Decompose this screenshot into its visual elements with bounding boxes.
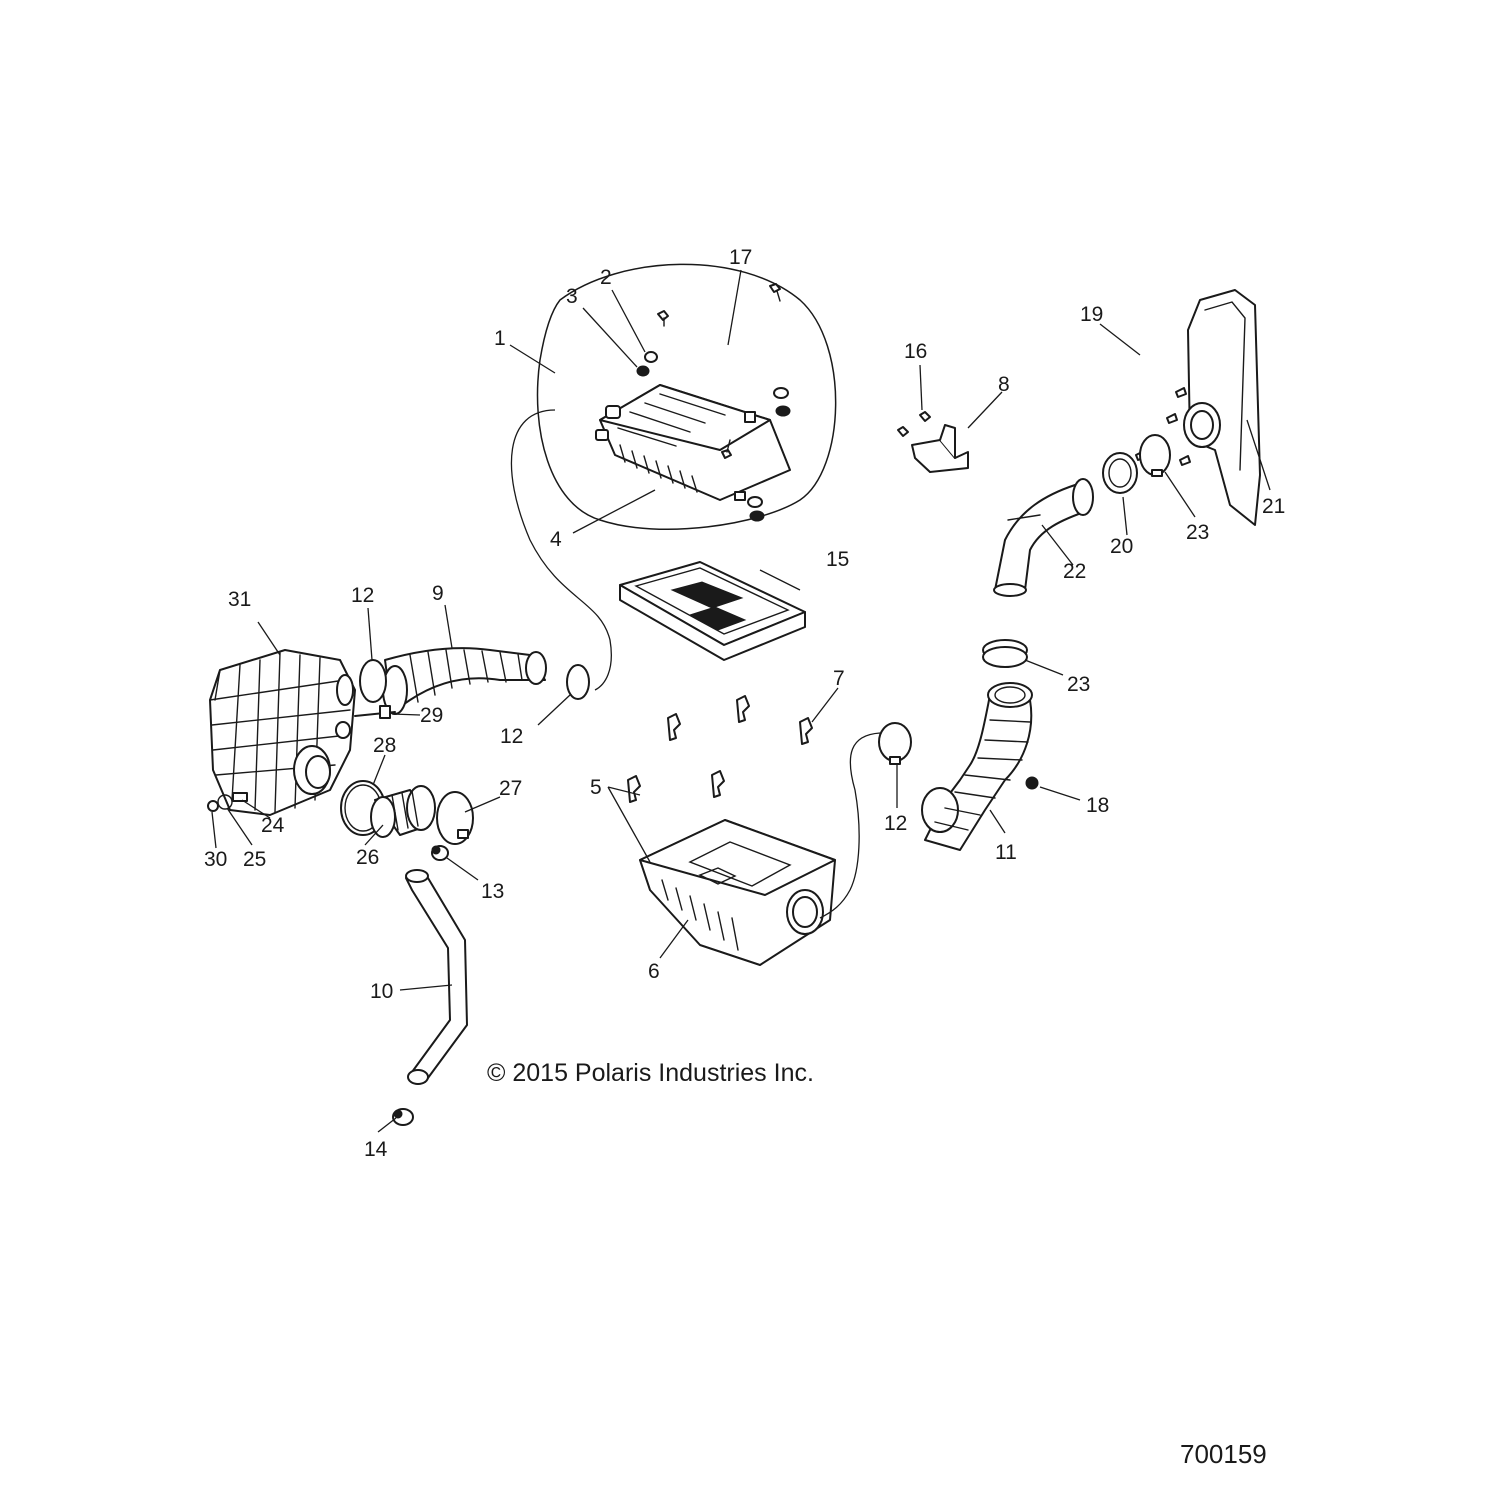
callout-25: 25 xyxy=(243,848,266,871)
hose-line-left xyxy=(510,409,612,691)
callout-12-mid: 12 xyxy=(500,725,523,748)
callout-22: 22 xyxy=(1063,560,1086,583)
intake-elbow xyxy=(921,682,1039,851)
callout-30: 30 xyxy=(204,848,227,871)
callout-24: 24 xyxy=(261,814,285,837)
bracket-8 xyxy=(897,411,969,473)
bolt-29 xyxy=(354,705,396,719)
clamp-12-left xyxy=(359,659,590,703)
callout-19: 19 xyxy=(1080,303,1103,326)
fasteners-24-25-30 xyxy=(207,792,248,812)
callout-12-right: 12 xyxy=(884,812,907,835)
intake-snorkel xyxy=(1183,289,1261,526)
leader-lines xyxy=(211,269,1271,1133)
clamp-27 xyxy=(436,791,474,845)
coupler-20 xyxy=(1102,452,1138,494)
resonator xyxy=(209,649,356,816)
grommets xyxy=(636,351,791,522)
callout-8: 8 xyxy=(998,373,1010,396)
hose-line-right xyxy=(819,732,881,919)
callout-6: 6 xyxy=(648,960,660,983)
callout-2: 2 xyxy=(600,266,612,289)
clips-5-7 xyxy=(627,695,813,803)
callout-21: 21 xyxy=(1262,495,1285,518)
callout-16: 16 xyxy=(904,340,927,363)
callout-labels: 1 2 3 4 5 6 7 8 9 10 11 12 12 12 13 14 1… xyxy=(204,246,1285,1161)
coupler-26 xyxy=(370,785,436,838)
clamp-23-upper xyxy=(1139,434,1171,477)
group-outline-1 xyxy=(536,263,837,531)
callout-3: 3 xyxy=(566,285,578,308)
callout-7: 7 xyxy=(833,667,845,690)
callout-20: 20 xyxy=(1110,535,1133,558)
screws-17 xyxy=(657,283,781,459)
callout-28: 28 xyxy=(373,734,396,757)
callout-29: 29 xyxy=(420,704,443,727)
callout-4: 4 xyxy=(550,528,562,551)
clamp-13 xyxy=(431,845,449,861)
copyright-notice: © 2015 Polaris Industries Inc. xyxy=(487,1059,814,1087)
callout-1: 1 xyxy=(494,327,506,350)
intake-duct xyxy=(382,647,547,715)
callout-14: 14 xyxy=(364,1138,388,1161)
callout-9: 9 xyxy=(432,582,444,605)
clamp-23-lower xyxy=(982,639,1028,668)
callout-10: 10 xyxy=(370,980,393,1003)
air-box-cover xyxy=(595,384,791,501)
air-box-base xyxy=(639,819,836,966)
document-number: 700159 xyxy=(1180,1439,1267,1469)
clamp-14 xyxy=(392,1108,414,1126)
intake-tube xyxy=(993,478,1094,597)
callout-12-left: 12 xyxy=(351,584,374,607)
callout-5: 5 xyxy=(590,776,602,799)
drain-hose xyxy=(405,869,468,1085)
callout-31: 31 xyxy=(228,588,251,611)
callout-27: 27 xyxy=(499,777,522,800)
callout-18: 18 xyxy=(1086,794,1109,817)
air-filter xyxy=(619,561,806,661)
clamp-12-right xyxy=(878,722,912,765)
callout-11: 11 xyxy=(995,841,1017,864)
callout-23-upper: 23 xyxy=(1186,521,1209,544)
callout-15: 15 xyxy=(826,548,849,571)
callout-17: 17 xyxy=(729,246,752,269)
callout-26: 26 xyxy=(356,846,379,869)
callout-13: 13 xyxy=(481,880,504,903)
callout-23-lower: 23 xyxy=(1067,673,1090,696)
